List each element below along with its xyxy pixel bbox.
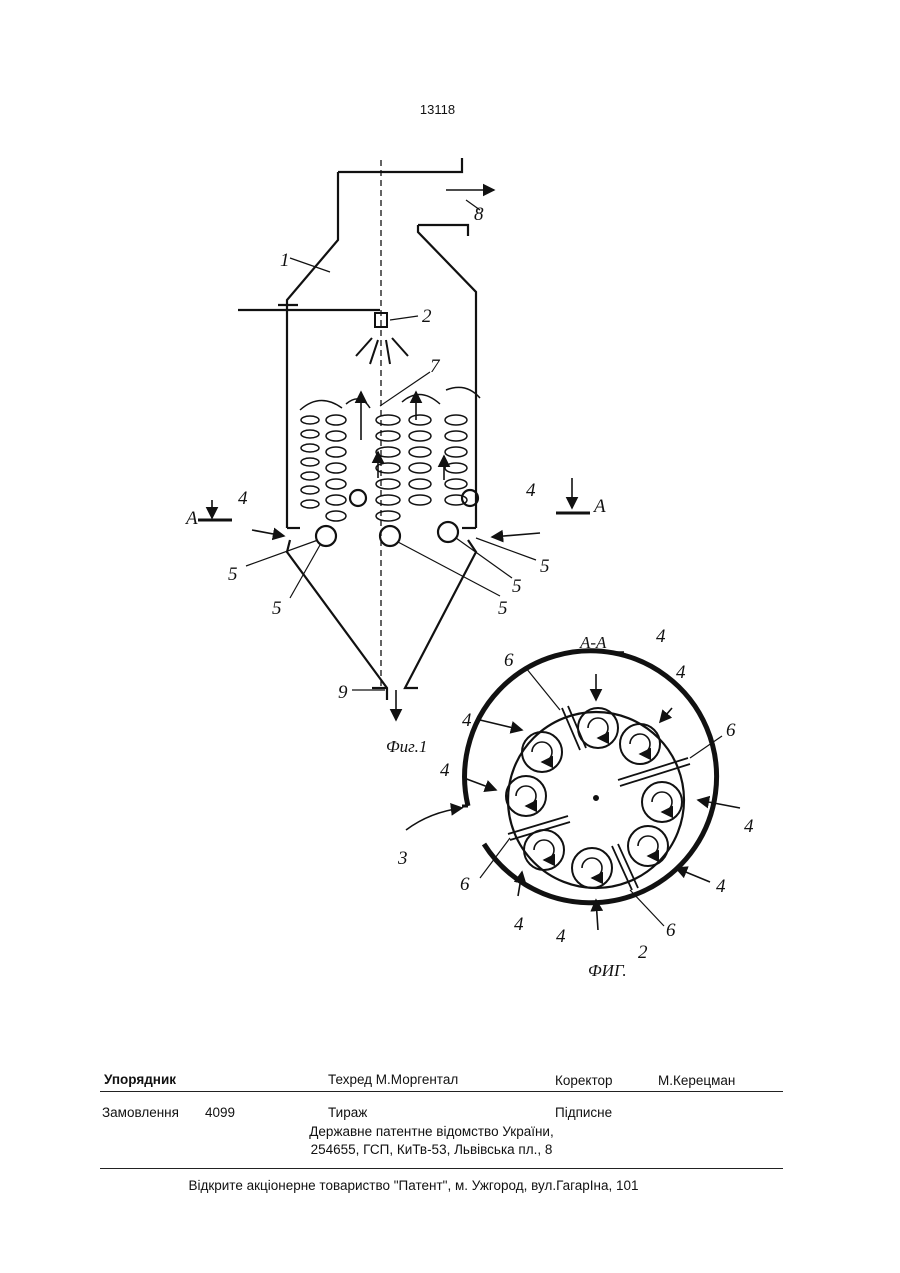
fig2-label-6-left: 6 (460, 874, 470, 895)
fig2-caption: ФИГ. (588, 961, 627, 980)
fig2-label-6-top: 6 (504, 650, 514, 671)
compiler-label: Упорядник (104, 1072, 176, 1087)
patent-drawings: 1 2 7 8 9 4 4 5 5 5 5 5 А А Фиг.1 (0, 0, 900, 1050)
fig2-section-label: А-А (579, 633, 607, 652)
fig1-label-5-d: 5 (512, 576, 522, 597)
fig2-label-3: 3 (397, 848, 408, 869)
publisher-line: Відкрите акціонерне товариство "Патент",… (72, 1178, 755, 1193)
fig2-label-4-top: 4 (656, 626, 666, 647)
fig1-label-7: 7 (430, 356, 441, 377)
fig1-label-9: 9 (338, 682, 348, 703)
footer-divider-bottom (100, 1168, 783, 1169)
fig1-label-5-b: 5 (272, 598, 282, 619)
fig1-label-4-right: 4 (526, 480, 536, 501)
fig2-label-4-left: 4 (440, 760, 450, 781)
office-line-2: 254655, ГСП, КиТв-53, Львівська пл., 8 (90, 1142, 773, 1157)
footer-divider-top (100, 1091, 783, 1092)
fig2-label-4-upper-left: 4 (462, 710, 472, 731)
circulation-label: Тираж (328, 1105, 367, 1120)
corrector-name: М.Керецман (658, 1073, 735, 1088)
fig2-label-4-bottom: 4 (556, 926, 566, 947)
subscription-label: Підписне (555, 1105, 612, 1120)
fig1-label-5-a: 5 (228, 564, 238, 585)
figure-2-drawing (406, 651, 740, 930)
fig2-label-4-right: 4 (744, 816, 754, 837)
corrector-label: Коректор (555, 1073, 613, 1088)
fig1-section-mark-right: А (592, 496, 606, 517)
fig2-label-4-upper-right: 4 (676, 662, 686, 683)
fig1-label-1: 1 (280, 250, 290, 271)
fig1-label-4-left: 4 (238, 488, 248, 509)
techred: Техред М.Моргентал (328, 1072, 458, 1087)
order-label: Замовлення (102, 1105, 179, 1120)
fig2-caption-number: 2 (638, 942, 648, 963)
order-number: 4099 (205, 1105, 235, 1120)
fig2-label-4-lower-right: 4 (716, 876, 726, 897)
fig2-label-6-bottom: 6 (666, 920, 676, 941)
fig1-section-mark-left: А (184, 508, 198, 529)
fig1-caption: Фиг.1 (386, 737, 427, 756)
figure-1-drawing (198, 158, 590, 720)
fig2-label-4-lower-left: 4 (514, 914, 524, 935)
fig1-label-5-c: 5 (498, 598, 508, 619)
fig1-label-5-e: 5 (540, 556, 550, 577)
fig1-label-8: 8 (474, 204, 484, 225)
office-line-1: Державне патентне відомство України, (90, 1124, 773, 1139)
fig1-label-2: 2 (422, 306, 432, 327)
fig2-label-6-right: 6 (726, 720, 736, 741)
